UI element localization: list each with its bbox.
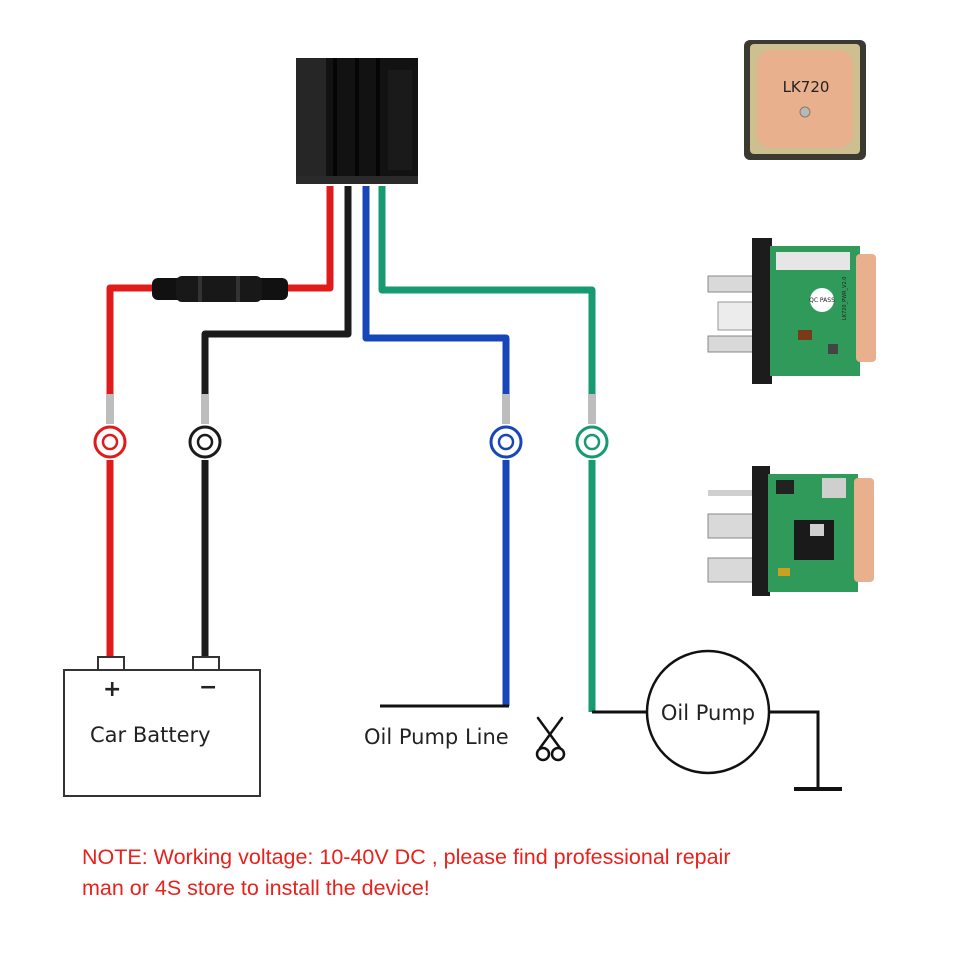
oil-pump-line-label: Oil Pump Line bbox=[364, 725, 509, 749]
black-wire bbox=[201, 186, 352, 660]
device-photo-bottom bbox=[707, 466, 874, 596]
scissors-icon bbox=[535, 716, 566, 762]
install-note: NOTE: Working voltage: 10-40V DC , pleas… bbox=[82, 842, 902, 904]
car-battery: + − Car Battery bbox=[63, 656, 261, 797]
blue-terminal bbox=[489, 394, 523, 459]
device-photo-top: QC PASS LK720_PWR_V2.0 bbox=[707, 238, 876, 384]
oil-pump-label: Oil Pump bbox=[661, 701, 755, 725]
oil-pump: Oil Pump bbox=[592, 649, 842, 791]
gps-antenna-photo: LK720 bbox=[744, 40, 866, 160]
pcb-qc-label: QC PASS bbox=[809, 297, 835, 304]
oil-pump-line: Oil Pump Line bbox=[364, 704, 509, 749]
blue-wire bbox=[362, 186, 510, 706]
battery-minus-label: − bbox=[199, 675, 217, 700]
red-wire bbox=[106, 186, 334, 660]
note-line-2: man or 4S store to install the device! bbox=[82, 876, 430, 900]
green-terminal bbox=[575, 394, 609, 459]
black-terminal bbox=[188, 394, 222, 459]
green-wire bbox=[378, 186, 596, 712]
antenna-label: LK720 bbox=[783, 78, 830, 96]
red-terminal bbox=[93, 394, 127, 459]
inline-fuse bbox=[152, 276, 288, 302]
battery-plus-label: + bbox=[103, 677, 121, 702]
tracker-device bbox=[296, 58, 418, 184]
note-line-1: NOTE: Working voltage: 10-40V DC , pleas… bbox=[82, 845, 731, 869]
battery-label: Car Battery bbox=[90, 723, 211, 747]
pcb-model-label: LK720_PWR_V2.0 bbox=[842, 277, 848, 320]
